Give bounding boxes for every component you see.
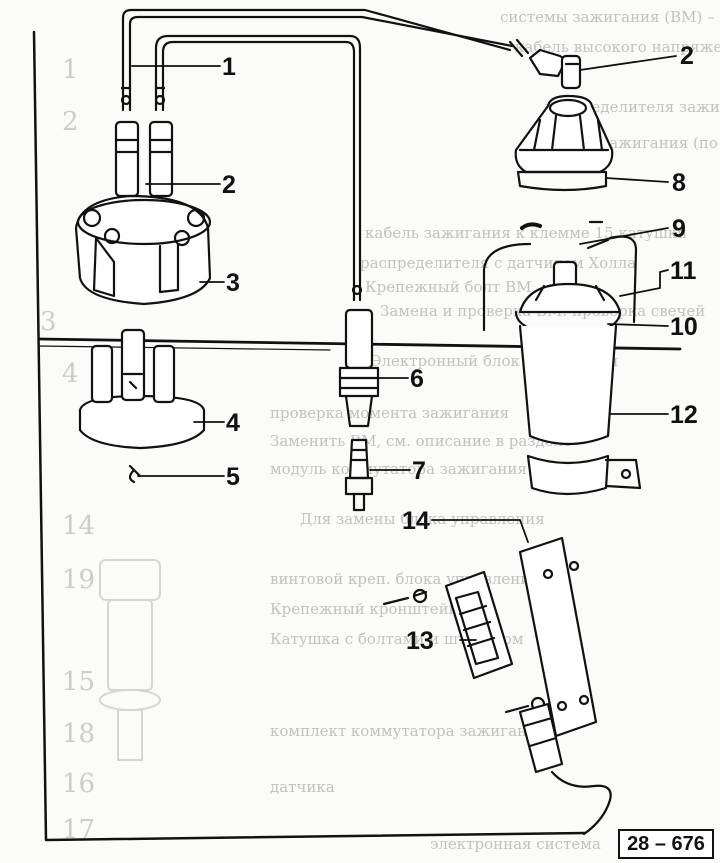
bleed-through-number: 15 xyxy=(62,667,95,697)
distributor-base-4 xyxy=(78,328,206,450)
harness-plug xyxy=(518,702,612,836)
leader-lines xyxy=(131,55,677,641)
bleed-through-line: кабель высокого напряжения к клемме 1 xyxy=(515,38,720,56)
bleed-through-line: кабель зажигания к клемме 15 катушки xyxy=(365,224,687,242)
callout-8: 8 xyxy=(672,169,686,197)
bleed-through-number: 19 xyxy=(62,565,95,595)
spark-plug-connector-6 xyxy=(338,308,380,428)
bleed-through-number: 2 xyxy=(62,107,79,137)
screw-5 xyxy=(128,464,142,484)
coil-cover-8 xyxy=(514,94,614,192)
callout-2-top: 2 xyxy=(680,42,694,70)
bleed-through-line: проверка момента зажигания xyxy=(270,404,509,422)
callout-2-cap: 2 xyxy=(222,171,236,199)
bleed-through-sketch xyxy=(99,559,161,761)
bleed-through-line: комплект коммутатора зажигания xyxy=(270,722,547,740)
callout-14: 14 xyxy=(402,507,430,535)
spark-plug-7 xyxy=(344,438,374,512)
bleed-through-line: датчика xyxy=(270,778,335,796)
figure-reference-number: 28 – 676 xyxy=(618,829,714,859)
distributor-cap-3 xyxy=(74,120,212,306)
ignition-coil-12 xyxy=(514,260,642,496)
bleed-through-number: 3 xyxy=(40,307,57,337)
callout-10: 10 xyxy=(670,313,698,341)
callout-4: 4 xyxy=(226,409,240,437)
bleed-through-line: электронная система xyxy=(430,835,601,853)
bleed-through-number: 16 xyxy=(62,769,95,799)
bleed-through-line: системы зажигания (ВМ) – клемма 4 xyxy=(500,8,720,26)
bleed-through-line: Для замены блока управления xyxy=(300,510,545,528)
plug-connector-2 xyxy=(528,48,582,90)
bleed-through-line: Крепежный болт ВМ xyxy=(365,278,532,296)
bleed-through-line: Крепежный кронштейн xyxy=(270,600,459,618)
bleed-through-number: 1 xyxy=(62,55,79,85)
callout-3: 3 xyxy=(226,269,240,297)
high-tension-leads xyxy=(120,8,530,302)
bleed-through-number: 4 xyxy=(62,359,79,389)
callout-11: 11 xyxy=(670,257,697,285)
mounting-plate-14 xyxy=(518,536,598,738)
bleed-through-line: Заменить ВМ, см. описание в разделе xyxy=(270,432,572,450)
callout-5: 5 xyxy=(226,463,240,491)
callout-6: 6 xyxy=(410,365,424,393)
bleed-through-number: 14 xyxy=(62,511,95,541)
bleed-through-line: винтовой креп. блока управления xyxy=(270,570,540,588)
callout-9: 9 xyxy=(672,215,686,243)
bleed-through-layer: системы зажигания (ВМ) – клемма 4 кабель… xyxy=(40,8,720,853)
bleed-through-number: 18 xyxy=(62,719,95,749)
frame-line xyxy=(32,30,587,842)
callout-labels: 1 2 2 3 4 5 6 7 8 9 10 11 12 13 14 xyxy=(222,42,698,655)
callout-1: 1 xyxy=(222,53,236,81)
bleed-through-line: модуль коммутатора зажигания xyxy=(270,460,527,478)
callout-7: 7 xyxy=(412,457,426,485)
diagram-drawing: 1 2 2 3 4 5 6 7 8 9 10 11 12 13 14 xyxy=(32,8,698,842)
callout-12: 12 xyxy=(670,401,698,429)
callout-13: 13 xyxy=(406,627,434,655)
control-module-13 xyxy=(382,570,546,714)
bleed-through-line: распределителя с датчиком Холла xyxy=(360,254,636,272)
